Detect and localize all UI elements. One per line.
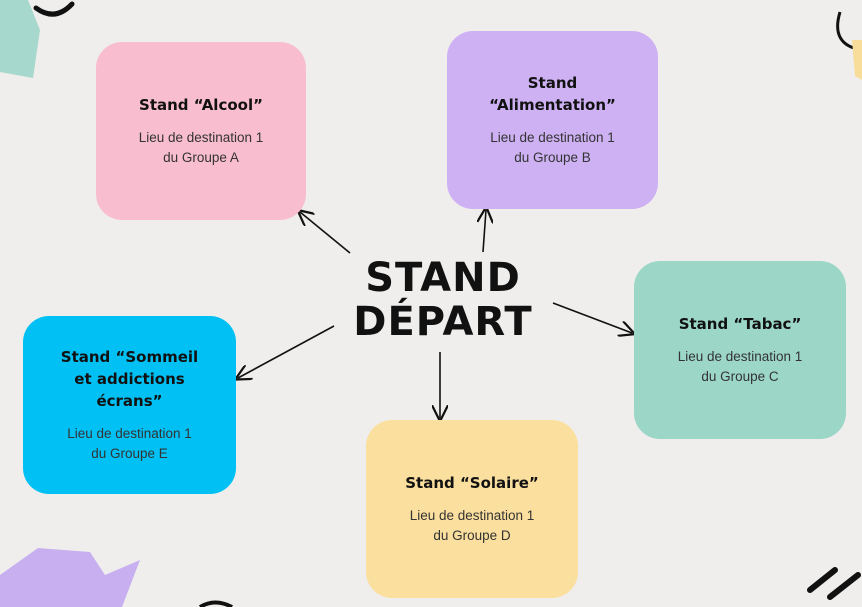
stand-solaire-title: Stand “Solaire” [405,474,539,492]
stand-depart-label: STAND DÉPART [353,255,533,345]
stand-tabac-subtitle: Lieu de destination 1 du Groupe C [677,349,803,384]
black-stroke-bottom-right-1 [807,567,838,593]
stand-alimentation-box: Stand “Alimentation” Lieu de destination… [447,31,658,209]
stand-alimentation-title: Stand “Alimentation” [489,74,616,114]
arrow-to-alcool [300,212,351,254]
stand-sommeil-subtitle: Lieu de destination 1 du Groupe E [67,426,192,461]
stand-alcool-title: Stand “Alcool” [139,96,263,114]
stand-tabac-box: Stand “Tabac” Lieu de destination 1 du G… [634,261,846,439]
teal-blob-top-left [0,0,40,78]
arrow-to-alimentation [483,210,486,253]
stand-tabac-title: Stand “Tabac” [678,315,802,333]
arrow-to-tabac [552,302,632,333]
stand-alcool-box: Stand “Alcool” Lieu de destination 1 du … [96,42,306,220]
stand-solaire-box: Stand “Solaire” Lieu de destination 1 du… [366,420,578,598]
stand-alcool-subtitle: Lieu de destination 1 du Groupe A [138,130,264,165]
black-curve-top-left [33,1,75,17]
black-stroke-bottom-right-2 [827,572,861,600]
stand-alimentation-subtitle: Lieu de destination 1 du Groupe B [490,130,615,165]
stand-solaire-subtitle: Lieu de destination 1 du Groupe D [409,508,535,543]
purple-blob-bottom-left [0,548,140,607]
stand-sommeil-title: Stand “Sommeil et addictions écrans” [60,348,199,410]
arrow-to-sommeil [238,325,335,378]
black-curve-bottom-left [198,600,233,607]
yellow-blob-top-right [852,40,862,80]
stand-sommeil-box: Stand “Sommeil et addictions écrans” Lie… [23,316,236,494]
